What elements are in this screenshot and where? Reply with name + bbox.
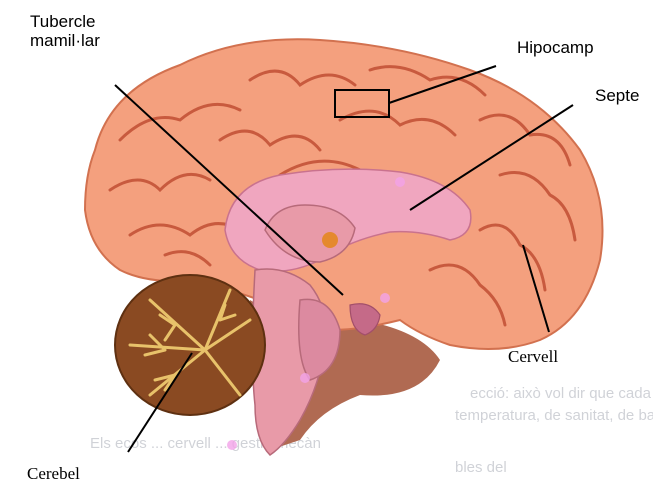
- label-septum: Septe: [595, 86, 639, 105]
- label-line: mamil·lar: [30, 31, 100, 50]
- pineal-gland: [322, 232, 338, 248]
- label-line: Tubercle: [30, 12, 100, 31]
- background-line: temperatura, de sanitat, de bassa: [455, 407, 653, 424]
- label-cerebellum: Cerebel: [27, 464, 80, 483]
- background-line: bles del: [455, 459, 507, 476]
- label-mammillary-body: Tubercle mamil·lar: [30, 12, 100, 50]
- background-line: ecció: això vol dir que cada: [470, 385, 652, 402]
- label-hippocampus: Hipocamp: [517, 38, 594, 57]
- label-brain: Cervell: [508, 347, 558, 366]
